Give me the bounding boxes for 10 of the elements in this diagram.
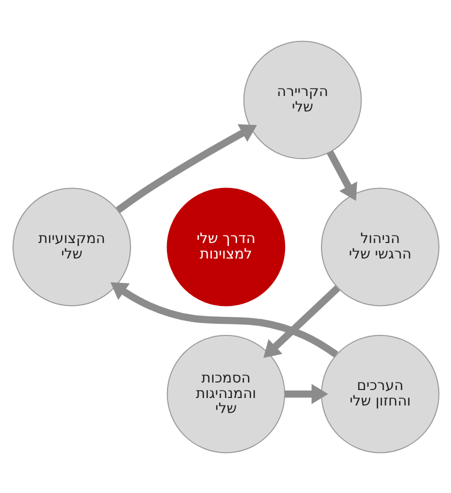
arrow [110, 282, 338, 357]
node-circle: הקריירה שלי [242, 40, 362, 159]
arrow [326, 150, 357, 200]
arrow [262, 284, 340, 358]
node-circle: הניהול הרגשי שלי [320, 187, 439, 306]
node-circle: הדרך שלי למצוינות [166, 187, 285, 306]
node-circle: הערכים והחזון שלי [320, 334, 439, 453]
arrow [284, 383, 328, 404]
node-circle: הסמכות והמנהיגות שלי [166, 334, 285, 453]
arrow [115, 124, 256, 213]
